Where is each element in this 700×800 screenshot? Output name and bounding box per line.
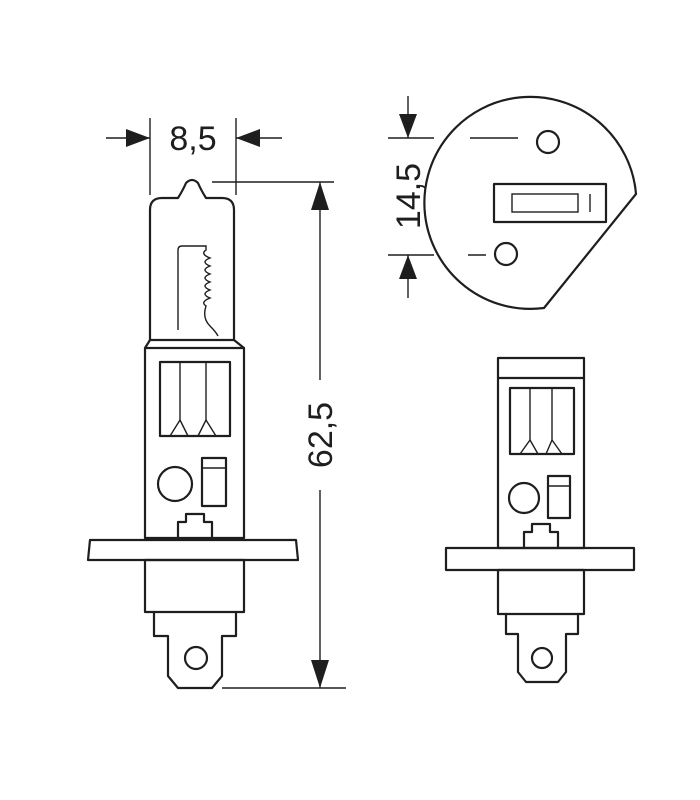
base-end-view: [423, 95, 638, 310]
small-terminal: [504, 612, 580, 684]
end-view-slot-outer: [492, 182, 608, 224]
inner-frame: [158, 360, 232, 438]
small-base-circle: [507, 481, 541, 515]
small-base-contact: [546, 474, 572, 520]
frame-legs: [169, 419, 217, 437]
height-label-bg: [302, 380, 338, 490]
height-arrow-top: [311, 182, 329, 210]
glass-envelope: [148, 178, 236, 342]
small-flange: [444, 546, 636, 572]
height-label: 62,5: [302, 402, 340, 468]
small-inner-frame: [508, 386, 576, 456]
small-tab: [522, 522, 560, 550]
base-circle: [156, 465, 194, 503]
small-tab: [176, 512, 214, 540]
offset-arrow-top: [399, 114, 417, 138]
end-view-outline: [423, 95, 638, 310]
terminal-hole: [183, 645, 209, 671]
end-view-pin-top: [535, 129, 561, 155]
end-view-pin-bottom: [493, 241, 519, 267]
height-dimension: 62,5: [212, 181, 346, 689]
offset-dimension: 14,5: [388, 96, 434, 298]
width-arrow-left: [126, 129, 150, 147]
small-base-block: [496, 568, 586, 616]
flange: [86, 538, 300, 562]
bulb-side-view: [86, 178, 300, 690]
end-view-slot-inner: [511, 193, 579, 213]
base-contact: [200, 456, 228, 508]
width-dimension: 8,5: [106, 118, 282, 195]
width-arrow-right: [236, 129, 260, 147]
height-arrow-bottom: [311, 660, 329, 688]
offset-arrow-bottom: [399, 255, 417, 279]
small-frame-legs: [519, 439, 563, 455]
small-terminal-hole: [530, 646, 554, 670]
bulb-base-side-view: [444, 356, 636, 684]
width-label: 8,5: [169, 120, 216, 158]
base-block: [143, 558, 246, 614]
terminal: [152, 610, 238, 690]
offset-label: 14,5: [390, 163, 428, 229]
filament-coil: [177, 245, 219, 337]
